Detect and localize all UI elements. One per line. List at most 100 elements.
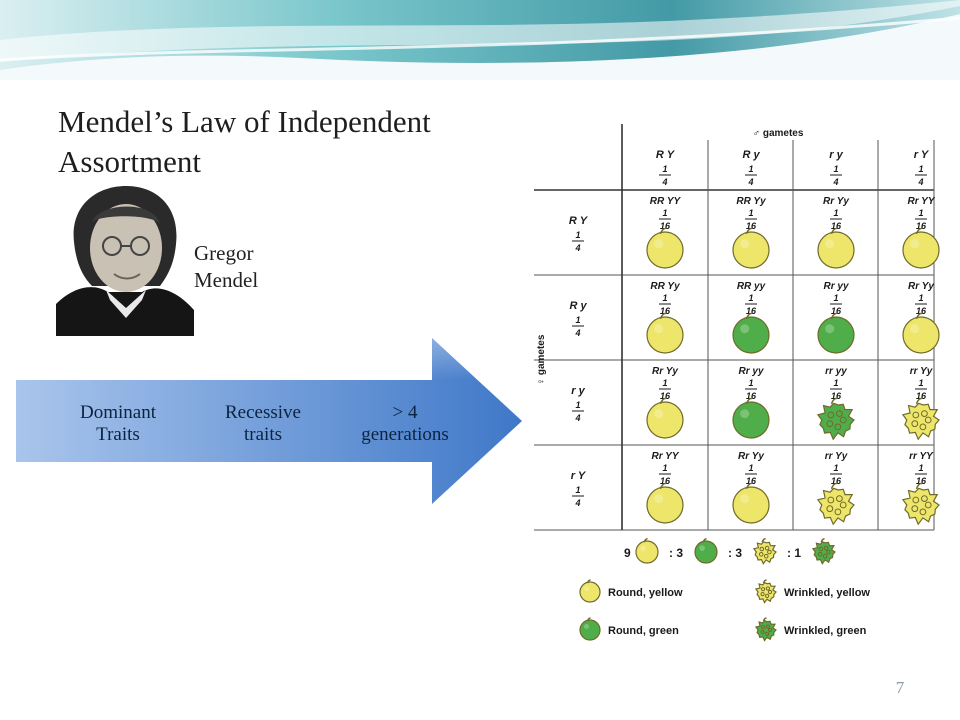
row-fraction-numerator: 1: [575, 230, 580, 240]
cell-fraction-numerator: 1: [662, 293, 667, 303]
row-gamete-label: r Y: [571, 470, 587, 482]
cell-genotype: RR Yy: [736, 196, 766, 207]
pea-wrinkle: [760, 592, 765, 597]
cell-genotype: Rr YY: [651, 451, 679, 462]
row-fraction-denominator: 4: [574, 413, 580, 423]
caption-last-name: Mendel: [194, 268, 259, 292]
pea-stem: [745, 227, 752, 235]
pea-stem: [586, 579, 591, 584]
cell-fraction-denominator: 16: [916, 476, 927, 486]
column-fraction-numerator: 1: [748, 164, 753, 174]
pea-wrinkle: [761, 587, 766, 592]
cell-fraction-denominator: 16: [660, 306, 671, 316]
row-fraction-numerator: 1: [575, 485, 580, 495]
pea-stem: [745, 312, 752, 320]
cell-fraction-numerator: 1: [833, 208, 838, 218]
step-label: traits: [244, 424, 282, 445]
cell-fraction-numerator: 1: [662, 208, 667, 218]
cell-fraction-denominator: 16: [916, 221, 927, 231]
step-label: generations: [361, 424, 449, 445]
pea-wrinkled-yellow: [901, 482, 940, 526]
pea-wrinkle: [818, 546, 824, 552]
caption-first-name: Gregor: [194, 241, 254, 265]
pea-wrinkle: [924, 501, 932, 509]
pea-highlight: [654, 324, 664, 334]
cell-genotype: Rr Yy: [738, 451, 764, 462]
pea-body: [902, 231, 940, 269]
cell-fraction-denominator: 16: [831, 391, 842, 401]
pea-highlight: [825, 239, 835, 249]
pea-stem: [761, 538, 766, 543]
cell-genotype: Rr yy: [738, 366, 763, 377]
step-label: Dominant: [80, 402, 156, 423]
cell-genotype: Rr Yy: [908, 281, 934, 292]
cell-fraction-numerator: 1: [748, 208, 753, 218]
step-generations: > 4 generations: [340, 402, 470, 446]
pea-round-yellow: [646, 312, 684, 354]
pea-wrinkle: [826, 420, 834, 428]
gregor-mendel-portrait: [56, 182, 194, 336]
pea-stem: [745, 482, 752, 490]
pea-wrinkle: [839, 501, 847, 509]
pea-body: [646, 486, 684, 524]
pea-wrinkle: [823, 545, 829, 551]
pea-stem: [643, 538, 648, 543]
pea-highlight: [699, 545, 705, 551]
pea-stem: [659, 482, 666, 490]
cell-genotype: rr YY: [909, 451, 934, 462]
pea-wrinkle: [839, 416, 847, 424]
legend-label: Wrinkled, yellow: [784, 587, 870, 599]
pea-wrinkle: [765, 631, 770, 637]
cell-fraction-denominator: 16: [660, 221, 671, 231]
row-fraction-numerator: 1: [575, 315, 580, 325]
pea-stem: [762, 617, 767, 622]
pea-wrinkle: [836, 410, 843, 418]
cell-genotype: Rr Yy: [823, 196, 849, 207]
legend-label: Round, yellow: [608, 587, 683, 599]
cell-fraction-numerator: 1: [748, 378, 753, 388]
pea-wrinkle: [921, 495, 928, 503]
pea-wrinkle: [764, 545, 770, 551]
pea-stem: [659, 227, 666, 235]
pea-wrinkle: [822, 553, 828, 559]
pea-body: [732, 401, 770, 439]
pea-wrinkle: [919, 423, 927, 431]
pea-wrinkle: [817, 552, 823, 557]
legend-pea-round-yellow: [579, 579, 601, 603]
row-fraction-numerator: 1: [575, 400, 580, 410]
pea-body: [579, 581, 601, 603]
pea-wrinkle: [919, 508, 927, 516]
pea-round-yellow: [646, 397, 684, 439]
pea-highlight: [740, 409, 750, 419]
pea-stem: [586, 617, 591, 622]
cell-fraction-denominator: 16: [660, 476, 671, 486]
pea-highlight: [740, 494, 750, 504]
legend-label: Wrinkled, green: [784, 625, 867, 637]
step-label: > 4: [392, 402, 418, 423]
cell-fraction-numerator: 1: [662, 463, 667, 473]
cell-fraction-numerator: 1: [918, 293, 923, 303]
cell-fraction-numerator: 1: [918, 378, 923, 388]
pea-body: [816, 402, 855, 441]
pea-wrinkle: [834, 508, 842, 516]
pea-wrinkle: [836, 495, 843, 503]
column-fraction-numerator: 1: [833, 164, 838, 174]
pea-wrinkle: [911, 505, 919, 513]
pea-body: [579, 619, 601, 641]
row-gamete-label: R y: [569, 300, 587, 312]
pea-stem: [830, 227, 837, 235]
legend-pea-round-green: [579, 617, 601, 641]
cell-fraction-denominator: 16: [746, 391, 757, 401]
slide-title: Mendel’s Law of Independent Assortment: [58, 104, 431, 179]
pea-wrinkle: [763, 553, 769, 559]
pea-body: [732, 231, 770, 269]
pea-highlight: [584, 624, 589, 629]
page-number: 7: [895, 678, 905, 697]
column-fraction-denominator: 4: [661, 177, 667, 187]
pea-round-yellow: [902, 312, 940, 354]
pea-wrinkle: [758, 552, 764, 557]
pea-round-yellow: [646, 482, 684, 524]
pea-highlight: [910, 324, 920, 334]
